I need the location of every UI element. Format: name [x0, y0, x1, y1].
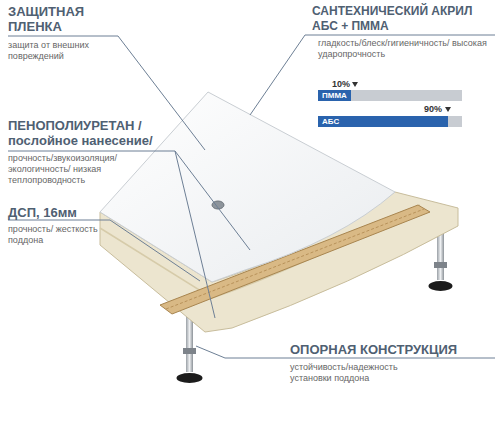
part-heading: САНТЕХНИЧЕСКИЙ АКРИЛ АБС + ПММА: [312, 4, 496, 34]
leg-foot: [177, 373, 203, 383]
part-heading: ЗАЩИТНАЯ ПЛЕНКА: [8, 4, 118, 34]
leader-line: [250, 35, 495, 115]
percent-value: 10%: [332, 79, 350, 89]
leader-line: [8, 151, 250, 250]
bar-track: [318, 116, 462, 127]
leader-line: [8, 36, 205, 150]
part-note: прочность/ жесткость поддона: [8, 224, 103, 246]
leader-line: [175, 151, 215, 318]
part-note: гладкость/блеск/гигиеничность/ высокая у…: [318, 38, 496, 60]
bar-track: [318, 90, 462, 101]
leader-line: [8, 220, 200, 281]
bar-label: АБС: [322, 117, 339, 126]
leg-nut: [183, 348, 196, 354]
marker-triangle: [352, 82, 358, 87]
bar-label: ПММА: [322, 91, 347, 100]
leg-foot: [429, 281, 453, 291]
marker-triangle: [445, 107, 451, 112]
part-note: прочность/звукоизоляция/ экологичность/ …: [8, 153, 133, 186]
part-heading: ДСП, 16мм: [8, 205, 77, 220]
part-note: защита от внешних повреждений: [8, 40, 113, 62]
percent-value: 90%: [424, 104, 442, 114]
composition-bar: ПММА: [318, 90, 351, 101]
part-heading: ОПОРНАЯ КОНСТРУКЦИЯ: [290, 342, 495, 357]
part-note: устойчивость/надежность установки поддон…: [290, 362, 430, 384]
part-heading: ПЕНОПОЛИУРЕТАН /послойное нанесение/: [8, 118, 188, 148]
composition-bar: АБС: [318, 116, 448, 127]
leg-nut: [434, 262, 447, 268]
